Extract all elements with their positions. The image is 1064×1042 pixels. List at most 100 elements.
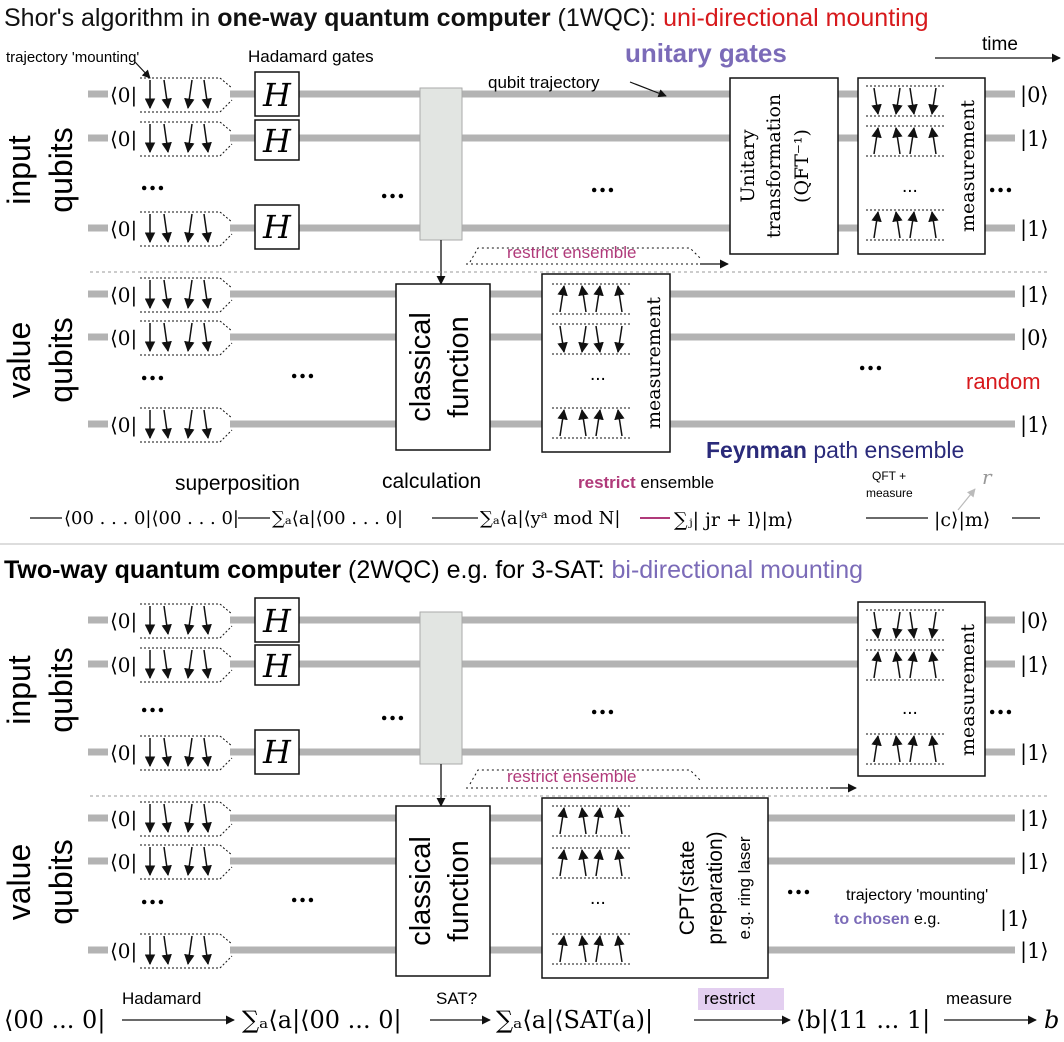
step-calculation: calculation bbox=[382, 470, 481, 493]
unitary-box-line1: Unitary bbox=[737, 129, 759, 202]
spin-down-arrow bbox=[184, 803, 195, 834]
spin-up-arrow bbox=[593, 408, 604, 437]
ket-zero: ⟨0| bbox=[110, 413, 137, 438]
ellipsis: ... bbox=[902, 698, 918, 719]
wires-bottom bbox=[88, 616, 1015, 954]
spin-up-arrow bbox=[871, 210, 882, 239]
entanglement-tube bbox=[419, 611, 463, 765]
spin-down-arrow bbox=[614, 325, 625, 354]
spin-up-arrow bbox=[557, 408, 568, 437]
spin-up-arrow bbox=[578, 848, 589, 877]
svg-text:H: H bbox=[262, 602, 292, 640]
step-superposition: superposition bbox=[175, 472, 300, 495]
spin-down-arrow bbox=[184, 605, 195, 636]
wires-top bbox=[88, 90, 1015, 428]
spin-up-arrow bbox=[578, 806, 589, 835]
spin-bundle bbox=[866, 649, 944, 681]
spin-down-arrow bbox=[184, 123, 195, 154]
formula-part: ∑ₐ⟨a|⟨00 . . . 0| bbox=[272, 508, 403, 529]
ket-zero: ⟨0| bbox=[110, 283, 137, 308]
spin-down-arrow bbox=[161, 79, 172, 110]
unitary-box bbox=[729, 77, 839, 255]
spin-down-arrow bbox=[161, 123, 172, 154]
spin-down-arrow bbox=[907, 611, 918, 640]
initial-state-bundle: ⟨0| bbox=[110, 735, 233, 771]
equation-part: ⟨00 ... 0| bbox=[4, 1006, 105, 1035]
spin-down-arrow bbox=[161, 935, 172, 966]
restrict-ensemble-path bbox=[469, 769, 701, 785]
hadamard-gate: H bbox=[254, 71, 300, 117]
spin-arrow-groups bbox=[552, 85, 944, 965]
spin-up-arrow bbox=[614, 408, 625, 437]
initial-state-bundle: ⟨0| bbox=[110, 77, 233, 113]
output-ket: |1⟩ bbox=[1020, 653, 1049, 678]
top-panel: Shor's algorithm in one-way quantum comp… bbox=[1, 4, 1061, 531]
initial-state-bundle: ⟨0| bbox=[110, 121, 233, 157]
qubit-trajectory-label: qubit trajectory bbox=[488, 73, 600, 92]
svg-text:H: H bbox=[262, 122, 292, 160]
output-ket: |1⟩ bbox=[1020, 283, 1049, 308]
spin-down-arrow bbox=[871, 611, 882, 640]
spin-down-arrow bbox=[201, 605, 212, 636]
formula-row: ⟨00 . . . 0|⟨00 . . . 0| ∑ₐ⟨a|⟨00 . . . … bbox=[30, 508, 1040, 531]
spin-down-arrow bbox=[161, 213, 172, 244]
spin-bundle bbox=[552, 283, 630, 315]
output-ket: |1⟩ bbox=[1020, 939, 1049, 964]
classical-function-box bbox=[395, 283, 491, 451]
spin-down-arrow bbox=[201, 279, 212, 310]
spin-up-arrow bbox=[578, 284, 589, 313]
unitary-box-line2: transformation bbox=[763, 94, 785, 238]
equation-part: ∑ₐ⟨a|⟨SAT(a)| bbox=[496, 1006, 653, 1035]
spin-down-arrow bbox=[184, 322, 195, 353]
spin-bundle bbox=[552, 805, 630, 837]
spin-down-arrow bbox=[184, 79, 195, 110]
qubit-trajectory-arrow bbox=[629, 81, 667, 98]
spin-up-arrow bbox=[928, 126, 939, 155]
spin-up-arrow bbox=[928, 650, 939, 679]
spin-up-arrow bbox=[557, 934, 568, 963]
value-measurement-box bbox=[541, 273, 671, 453]
ket-zero: ⟨0| bbox=[110, 326, 137, 351]
spin-up-arrow bbox=[557, 848, 568, 877]
outputs-top: |0⟩ |1⟩ |1⟩ |1⟩ |0⟩ |1⟩ bbox=[1020, 83, 1049, 438]
output-ket: |1⟩ bbox=[1020, 217, 1049, 242]
output-ket: |1⟩ bbox=[1020, 850, 1049, 875]
ellipsis: ... bbox=[140, 357, 165, 386]
svg-text:H: H bbox=[262, 76, 292, 114]
ellipsis: ... bbox=[590, 691, 615, 720]
ellipsis: ... bbox=[590, 169, 615, 198]
hadamard-gates-label: Hadamard gates bbox=[248, 47, 374, 66]
spin-down-arrow bbox=[161, 279, 172, 310]
hadamard-gate: H bbox=[254, 729, 300, 775]
spin-bundle bbox=[866, 125, 944, 157]
mounting-note-ket: |1⟩ bbox=[1000, 907, 1029, 932]
hadamard-gate: H bbox=[254, 119, 300, 161]
ellipsis: ... bbox=[380, 175, 405, 204]
formula-part: ∑ₐ⟨a|⟨yᵃ mod N| bbox=[480, 508, 620, 529]
equation-arrow-label: Hadamard bbox=[122, 989, 201, 1008]
spin-up-arrow bbox=[593, 848, 604, 877]
random-label: random bbox=[966, 369, 1041, 394]
initial-state-bundle: ⟨0| bbox=[110, 407, 233, 443]
spin-up-arrow bbox=[614, 934, 625, 963]
ellipsis: ... bbox=[988, 691, 1013, 720]
bottom-panel: Two-way quantum computer (2WQC) e.g. for… bbox=[1, 556, 1059, 1035]
spin-up-arrow bbox=[871, 734, 882, 763]
input-qubits-label: input bbox=[1, 135, 37, 205]
initial-state-bundle: ⟨0| bbox=[110, 844, 233, 880]
output-ket: |1⟩ bbox=[1020, 741, 1049, 766]
spin-down-arrow bbox=[201, 79, 212, 110]
cpt-box bbox=[541, 797, 769, 979]
spin-up-arrow bbox=[892, 210, 903, 239]
ellipsis: ... bbox=[290, 355, 315, 384]
input-kets-bottom: ⟨0|⟨0|⟨0|⟨0|⟨0|⟨0| bbox=[110, 603, 233, 969]
spin-bundle bbox=[552, 323, 630, 355]
spin-down-arrow bbox=[161, 649, 172, 680]
spin-up-arrow bbox=[614, 284, 625, 313]
input-qubits-label-2: qubits bbox=[43, 647, 79, 732]
spin-bundle bbox=[866, 209, 944, 241]
equation-arrow-label: measure bbox=[946, 989, 1012, 1008]
initial-state-bundle: ⟨0| bbox=[110, 603, 233, 639]
value-qubits-label-2: qubits bbox=[43, 317, 79, 402]
ket-zero: ⟨0| bbox=[110, 807, 137, 832]
